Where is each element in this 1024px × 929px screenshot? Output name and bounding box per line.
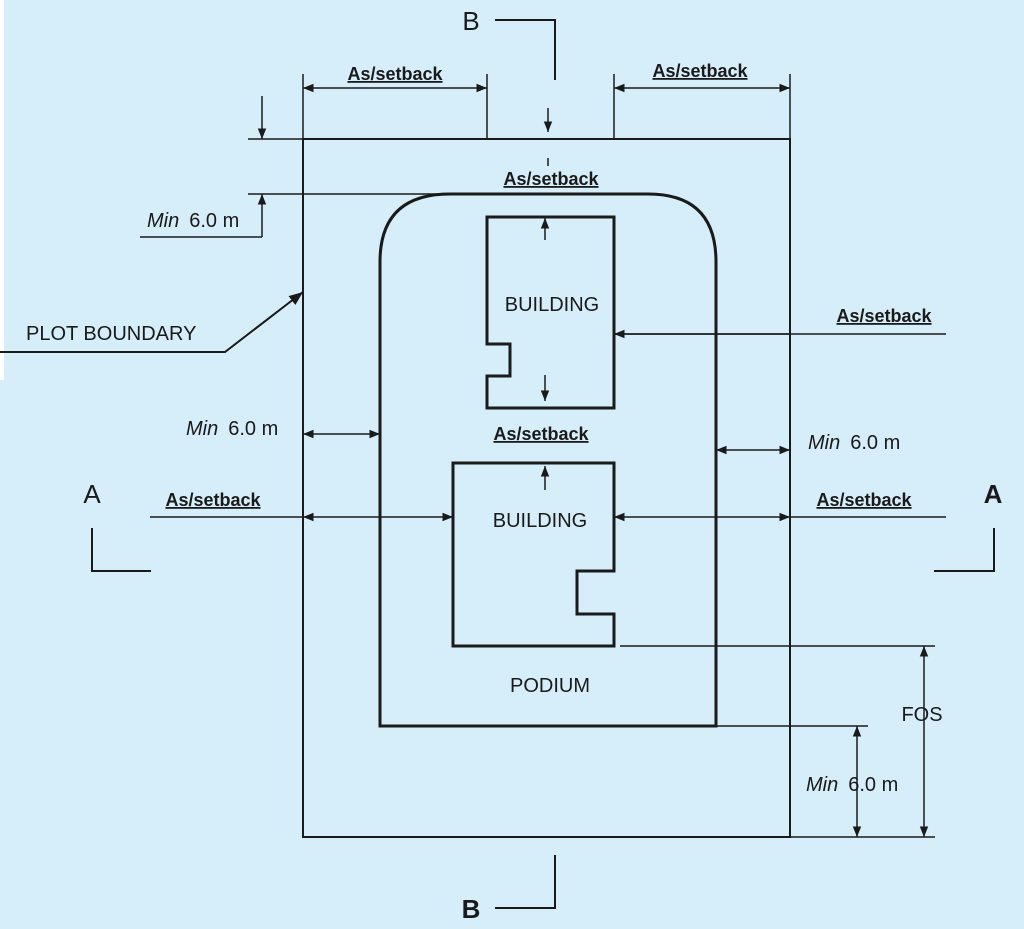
min-setback-bottom-label: Min 6.0 m <box>806 774 898 796</box>
setback-top-right: As/setback <box>652 61 748 81</box>
section-a-right-mark <box>934 528 995 572</box>
section-b-top-label: B <box>462 6 479 36</box>
building-lower-label: BUILDING <box>493 510 587 532</box>
building-upper-label: BUILDING <box>505 294 599 316</box>
building-upper <box>485 215 616 410</box>
min-setback-left-label: Min 6.0 m <box>186 418 278 440</box>
min-value: 6.0 m <box>228 418 278 440</box>
podium-label: PODIUM <box>510 675 590 697</box>
fos-label: FOS <box>901 704 942 726</box>
section-a-left-label: A <box>83 479 101 509</box>
setback-between-buildings: As/setback <box>493 424 589 444</box>
min-word: Min <box>186 418 218 440</box>
section-b-top-mark <box>495 19 556 80</box>
section-a-left-mark <box>91 528 151 572</box>
min-word: Min <box>147 210 179 232</box>
setback-podium-top: As/setback <box>503 169 599 189</box>
min-word: Min <box>806 774 838 796</box>
min-value: 6.0 m <box>848 774 898 796</box>
setback-right-upper: As/setback <box>836 306 932 326</box>
edge-strip <box>0 0 4 380</box>
building-lower <box>451 461 616 648</box>
setback-right-lower: As/setback <box>816 490 912 510</box>
plot-boundary <box>302 138 791 838</box>
section-b-bottom-label: B <box>462 894 481 924</box>
section-a-right-label: A <box>984 479 1003 509</box>
plot-boundary-label: PLOT BOUNDARY <box>26 323 196 345</box>
min-value: 6.0 m <box>850 432 900 454</box>
setback-top-left: As/setback <box>347 64 443 84</box>
dimension-lines <box>150 83 946 837</box>
min-setback-right-label: Min 6.0 m <box>808 432 900 454</box>
min-value: 6.0 m <box>189 210 239 232</box>
plot-boundary-leader <box>0 291 304 353</box>
setback-left: As/setback <box>165 490 261 510</box>
section-b-bottom-mark <box>495 855 556 909</box>
min-setback-top-label: Min 6.0 m <box>147 210 239 232</box>
min-word: Min <box>808 432 840 454</box>
podium-outline <box>378 192 718 728</box>
